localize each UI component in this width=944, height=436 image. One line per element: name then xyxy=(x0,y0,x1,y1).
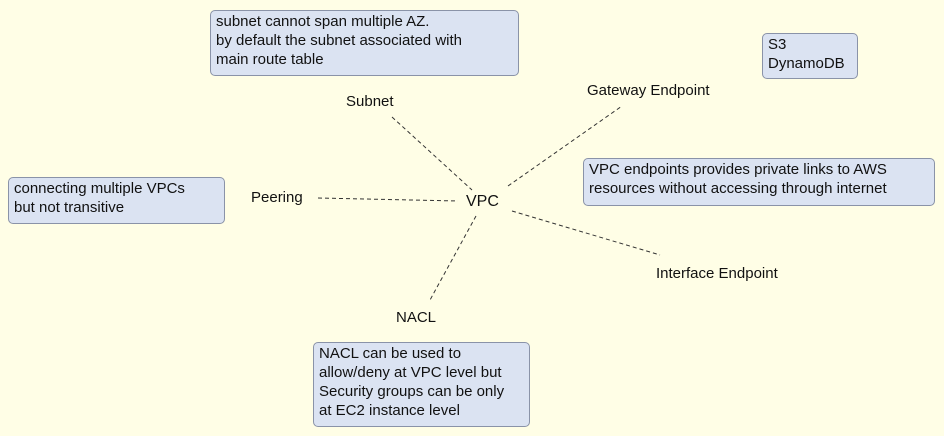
connector-gateway xyxy=(507,105,623,187)
note-line: connecting multiple VPCs xyxy=(14,180,185,197)
topic-subnet[interactable]: Subnet xyxy=(346,93,394,110)
note-line: but not transitive xyxy=(14,199,125,216)
topic-nacl[interactable]: NACL xyxy=(396,309,437,326)
note-line: subnet cannot span multiple AZ. xyxy=(216,13,430,30)
note-line: at EC2 instance level xyxy=(319,402,460,419)
connector-peering xyxy=(317,197,459,202)
note-line: DynamoDB xyxy=(768,55,845,72)
note-nacl[interactable]: NACL can be used to allow/deny at VPC le… xyxy=(313,342,530,427)
note-line: S3 xyxy=(768,36,787,53)
topic-peering[interactable]: Peering xyxy=(251,189,303,206)
note-line: allow/deny at VPC level but xyxy=(319,364,502,381)
connector-interface xyxy=(511,210,661,256)
note-vpc-endpoints[interactable]: VPC endpoints provides private links to … xyxy=(583,158,935,206)
topic-interface-endpoint[interactable]: Interface Endpoint xyxy=(656,265,778,282)
note-subnet[interactable]: subnet cannot span multiple AZ. by defau… xyxy=(210,10,519,76)
connector-nacl xyxy=(429,215,477,301)
note-line: VPC endpoints provides private links to … xyxy=(589,161,887,178)
note-line: NACL can be used to xyxy=(319,345,462,362)
note-line: Security groups can be only xyxy=(319,383,505,400)
note-gateway-services[interactable]: S3 DynamoDB xyxy=(762,33,858,79)
connector-subnet xyxy=(391,116,473,191)
note-line: main route table xyxy=(216,51,324,68)
central-topic-vpc[interactable]: VPC xyxy=(466,193,499,210)
topic-gateway-endpoint[interactable]: Gateway Endpoint xyxy=(587,82,710,99)
note-line: by default the subnet associated with xyxy=(216,32,462,49)
note-line: resources without accessing through inte… xyxy=(589,180,887,197)
note-peering[interactable]: connecting multiple VPCs but not transit… xyxy=(8,177,225,224)
